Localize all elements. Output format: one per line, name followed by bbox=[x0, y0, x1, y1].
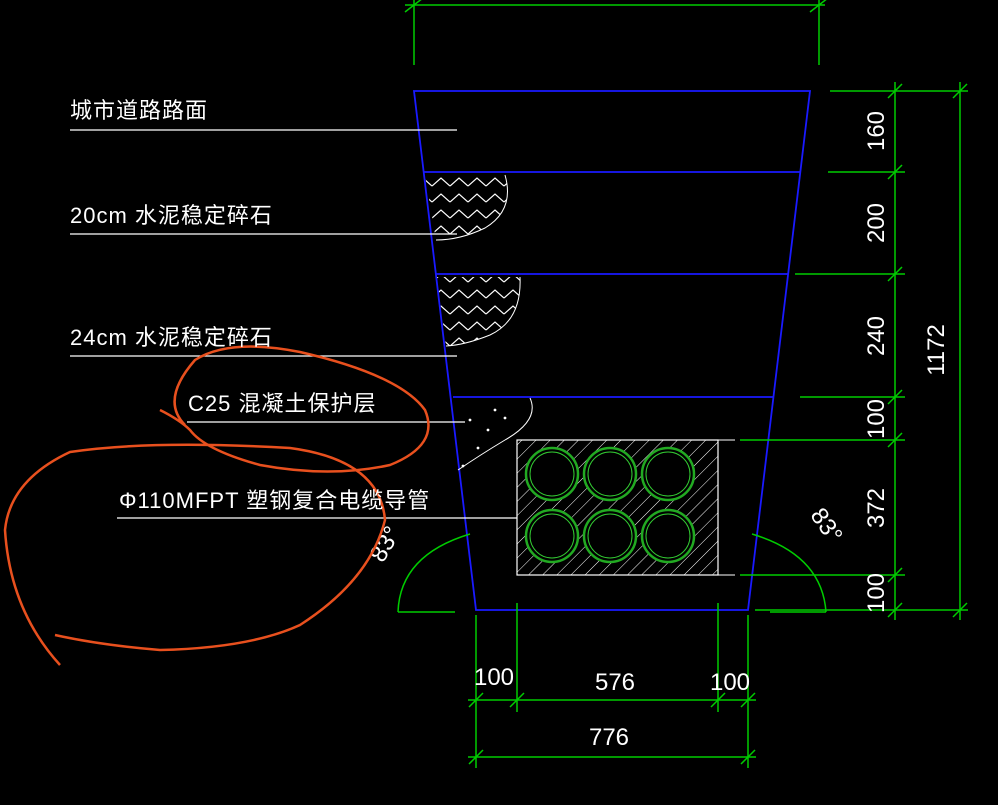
right-dimension-lines bbox=[740, 82, 968, 620]
conduit-pipe-inner bbox=[645, 451, 691, 497]
dim-layer-3: 240 bbox=[863, 316, 890, 356]
gravel-hatch-2 bbox=[437, 276, 521, 347]
concrete-hatch bbox=[457, 397, 533, 471]
dim-layer-2: 200 bbox=[863, 203, 890, 243]
layer-label-1: 城市道路路面 bbox=[70, 98, 209, 123]
markup-circles bbox=[3, 345, 430, 666]
conduit-pipe bbox=[582, 446, 638, 502]
layer-label-4: C25 混凝土保护层 bbox=[188, 391, 377, 416]
conduit-pipe-inner bbox=[529, 513, 575, 559]
angle-arcs bbox=[397, 533, 827, 613]
conduit-block bbox=[516, 439, 735, 576]
conduit-pipe bbox=[524, 446, 580, 502]
conduit-pipe bbox=[640, 508, 696, 564]
dim-total-height: 1172 bbox=[923, 324, 950, 376]
dim-layer-4: 100 bbox=[863, 399, 890, 439]
dim-layer-1: 160 bbox=[863, 111, 890, 151]
trench-outline bbox=[412, 90, 812, 611]
dim-layer-5: 372 bbox=[863, 488, 890, 528]
conduit-pipe-inner bbox=[645, 513, 691, 559]
dim-bottom-right: 100 bbox=[710, 669, 750, 696]
conduit-pipe bbox=[524, 508, 580, 564]
conduit-pipe bbox=[640, 446, 696, 502]
conduit-pipe bbox=[582, 508, 638, 564]
layer-label-5: Φ110MFPT 塑钢复合电缆导管 bbox=[119, 488, 431, 513]
conduit-group bbox=[524, 446, 696, 564]
dim-bottom-total: 776 bbox=[589, 724, 629, 751]
bottom-dimension-text: 100 576 100 776 bbox=[474, 664, 750, 751]
dim-layer-6: 100 bbox=[863, 573, 890, 613]
leader-lines bbox=[70, 129, 517, 519]
layer-label-2: 20cm 水泥稳定碎石 bbox=[70, 203, 273, 228]
angle-right: 83° bbox=[805, 503, 848, 548]
dim-bottom-middle: 576 bbox=[595, 669, 635, 696]
conduit-pipe-inner bbox=[529, 451, 575, 497]
conduit-pipe-inner bbox=[587, 513, 633, 559]
top-dimension bbox=[404, 0, 827, 65]
bottom-dimension-lines bbox=[468, 603, 756, 768]
right-dimension-text: 160 200 240 100 372 100 1172 bbox=[863, 111, 950, 613]
dim-bottom-left: 100 bbox=[474, 664, 514, 691]
angle-left: 83° bbox=[365, 522, 407, 567]
conduit-pipe-inner bbox=[587, 451, 633, 497]
layer-label-3: 24cm 水泥稳定碎石 bbox=[70, 325, 273, 350]
